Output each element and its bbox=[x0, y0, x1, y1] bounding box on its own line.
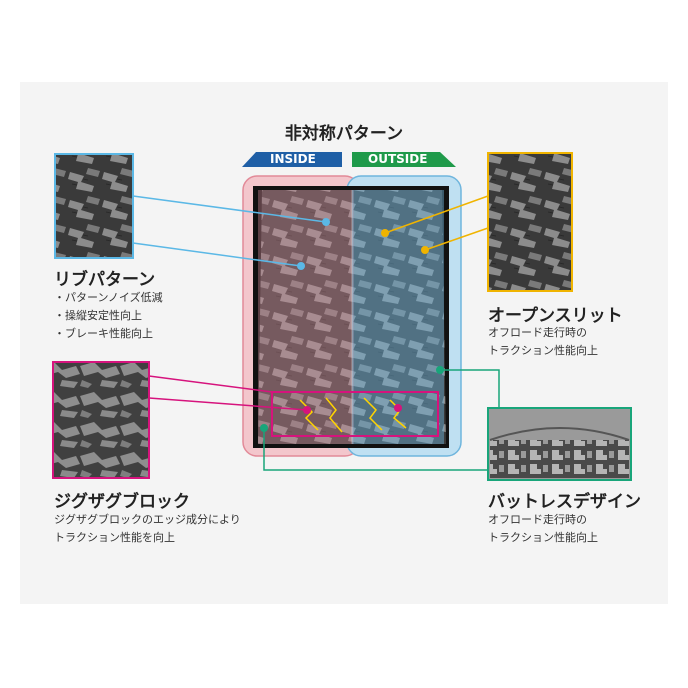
zigzag-line: トラクション性能を向上 bbox=[54, 531, 175, 544]
zigzag-line: ジグザグブロックのエッジ成分により bbox=[54, 513, 241, 526]
open-slit-heading: オープンスリット bbox=[488, 306, 623, 326]
buttress-leader-line bbox=[440, 369, 500, 408]
zigzag-description: ジグザグブロックのエッジ成分により トラクション性能を向上 bbox=[54, 511, 241, 547]
rib-line: ・パターンノイズ低減 bbox=[54, 291, 163, 304]
rib-heading: リブパターン bbox=[54, 270, 156, 290]
open-slit-description: オフロード走行時の トラクション性能向上 bbox=[488, 324, 598, 360]
buttress-thumbnail bbox=[487, 407, 632, 481]
rib-line: ・ブレーキ性能向上 bbox=[54, 327, 153, 340]
buttress-heading: バットレスデザイン bbox=[488, 492, 641, 512]
buttress-leader-line bbox=[263, 428, 488, 471]
open-slit-leader-line bbox=[424, 227, 489, 251]
rib-leader-line bbox=[132, 195, 327, 223]
rib-thumbnail bbox=[54, 153, 134, 259]
outside-label: OUTSIDE bbox=[368, 152, 428, 166]
open-slit-marker bbox=[421, 246, 429, 254]
buttress-description: オフロード走行時の トラクション性能向上 bbox=[488, 511, 598, 547]
outside-arrow-icon bbox=[352, 152, 456, 167]
buttress-line: オフロード走行時の bbox=[488, 513, 587, 526]
open-slit-line: トラクション性能向上 bbox=[488, 344, 598, 357]
diagram-title: 非対称パターン bbox=[284, 124, 404, 144]
zigzag-highlight-box bbox=[271, 391, 439, 437]
zigzag-leader-line bbox=[148, 397, 308, 411]
rib-description: ・パターンノイズ低減 ・操縦安定性向上 ・ブレーキ性能向上 bbox=[54, 289, 163, 343]
rib-marker bbox=[322, 218, 330, 226]
tire-tread-icon bbox=[253, 186, 449, 448]
buttress-line: トラクション性能向上 bbox=[488, 531, 598, 544]
zigzag-heading: ジグザグブロック bbox=[54, 492, 190, 512]
zigzag-leader-line bbox=[148, 375, 273, 393]
open-slit-marker bbox=[381, 229, 389, 237]
inside-arrow-icon bbox=[242, 152, 342, 167]
zigzag-marker bbox=[394, 404, 402, 412]
open-slit-leader-line bbox=[384, 195, 489, 234]
buttress-marker bbox=[436, 366, 444, 374]
rib-leader-line bbox=[132, 242, 302, 267]
buttress-marker bbox=[260, 424, 268, 432]
inside-label: INSIDE bbox=[270, 152, 316, 166]
open-slit-thumbnail bbox=[487, 152, 573, 292]
zigzag-thumbnail bbox=[52, 361, 150, 479]
zigzag-marker bbox=[303, 406, 311, 414]
rib-marker bbox=[297, 262, 305, 270]
rib-line: ・操縦安定性向上 bbox=[54, 309, 142, 322]
open-slit-line: オフロード走行時の bbox=[488, 326, 587, 339]
